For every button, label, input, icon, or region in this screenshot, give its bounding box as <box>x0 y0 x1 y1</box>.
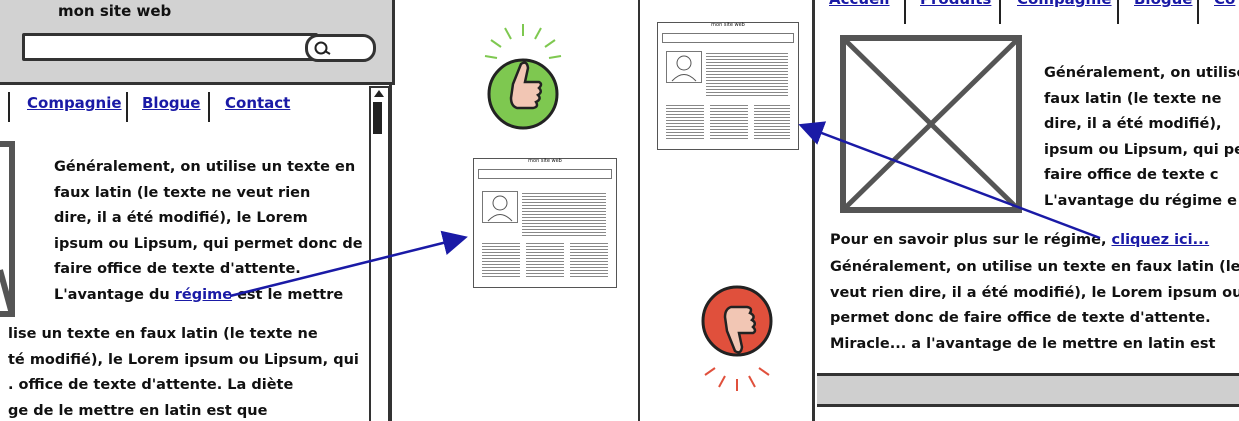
mini-sidebar-avatar <box>482 191 518 223</box>
left-para-text: est le mettre <box>232 286 344 303</box>
left-lower-line: . office de texte d'attente. La diète <box>8 377 294 393</box>
nav-compagnie[interactable]: Compagnie <box>27 94 122 112</box>
scroll-thumb[interactable] <box>373 102 382 134</box>
mini-col <box>666 103 704 141</box>
nav-contact[interactable]: Contact <box>225 94 291 112</box>
right-nav-sep <box>999 0 1001 24</box>
right-lower-line: veut rien dire, il a été modifié), le Lo… <box>830 284 1239 301</box>
search-input[interactable] <box>22 33 318 61</box>
right-lower-paragraph: Généralement, on utilise un texte en fau… <box>830 255 1239 357</box>
left-lower-line: ge de le mettre en latin est que <box>8 402 268 419</box>
mini-window-right: mon site web <box>657 22 799 150</box>
right-lower-line: permet donc de faire office de texte d'a… <box>830 310 1211 326</box>
left-lower-line: lise un texte en faux latin (le texte ne <box>8 326 318 342</box>
scroll-up-arrow[interactable] <box>374 90 384 97</box>
nav-produits[interactable]: Produits <box>920 0 991 8</box>
right-para-line: L'avantage du régime e <box>1044 192 1237 209</box>
mini-window-title: mon site web <box>528 158 562 164</box>
mini-window-title: mon site web <box>711 22 745 28</box>
site-title: mon site web <box>58 2 172 20</box>
mini-col <box>570 241 608 279</box>
right-para-line: Généralement, on utilise <box>1044 65 1239 81</box>
left-para-text: L'avantage du <box>54 286 175 303</box>
left-lower-line: té modifié), le Lorem ipsum ou Lipsum, q… <box>8 351 359 368</box>
nav-compagnie[interactable]: Compagnie <box>1017 0 1112 8</box>
right-footer-bar <box>817 373 1239 407</box>
nav-accueil[interactable]: Accueil <box>829 0 890 8</box>
right-nav-sep <box>904 0 906 24</box>
right-para-line: dire, il a été modifié), <box>1044 116 1222 132</box>
right-mockup: Accueil Produits Compagnie Blogue Co mon… <box>639 0 1239 421</box>
left-para-line: faux latin (le texte ne veut rien <box>54 184 311 201</box>
right-para-line: ipsum ou Lipsum, qui per <box>1044 141 1239 158</box>
nav-blogue[interactable]: Blogue <box>1134 0 1192 8</box>
left-para-line-last: L'avantage du régime est le mettre <box>54 283 363 309</box>
left-lower-paragraph: lise un texte en faux latin (le texte ne… <box>8 322 359 421</box>
image-placeholder-icon <box>0 141 15 317</box>
left-nav-separator-0 <box>8 92 10 122</box>
left-paragraph: Généralement, on utilise un texte en fau… <box>54 155 363 308</box>
mini-col <box>710 103 748 141</box>
mini-text-lines <box>706 51 788 97</box>
mini-text-lines <box>522 191 606 237</box>
mini-window-middle: mon site web <box>473 158 617 288</box>
mini-toolbar <box>662 33 794 43</box>
left-scrollbar[interactable] <box>369 86 390 421</box>
image-placeholder-icon <box>840 35 1022 213</box>
left-para-line: Généralement, on utilise un texte en <box>54 159 356 175</box>
right-nav-sep <box>1117 0 1119 24</box>
mini-toolbar <box>478 169 612 179</box>
left-mockup: mon site web Compagnie Blogue Contact Gé… <box>0 0 400 421</box>
cliquez-ici-link[interactable]: cliquez ici... <box>1111 232 1210 248</box>
right-paragraph: Généralement, on utilise faux latin (le … <box>1044 61 1239 214</box>
avatar-icon <box>671 55 697 82</box>
regime-link[interactable]: régime <box>174 286 233 303</box>
search-button[interactable] <box>305 34 376 62</box>
left-nav-separator-2 <box>208 92 210 122</box>
left-right-border <box>389 82 392 421</box>
thumbs-down-icon <box>701 285 773 391</box>
right-link-sentence: Pour en savoir plus sur le régime, <box>830 232 1112 248</box>
mini-col <box>482 241 520 279</box>
center-divider <box>638 0 640 421</box>
right-nav-sep <box>1197 0 1199 24</box>
thumbs-up-icon <box>484 24 562 130</box>
left-para-line: ipsum ou Lipsum, qui permet donc de <box>54 235 363 252</box>
mini-col <box>754 103 790 141</box>
nav-co[interactable]: Co <box>1214 0 1235 8</box>
search-icon <box>314 41 331 55</box>
left-para-line: faire office de texte d'attente. <box>54 261 301 277</box>
left-para-line: dire, il a été modifié), le Lorem <box>54 210 308 226</box>
right-para-line: faire office de texte c <box>1044 167 1219 183</box>
right-para-line: faux latin (le texte ne <box>1044 90 1222 107</box>
mini-col <box>526 241 564 279</box>
avatar-icon <box>487 195 513 222</box>
arrow-left-to-mini <box>229 230 468 298</box>
arrow-right-to-mini <box>798 121 1101 240</box>
right-lower-line: Miracle... a l'avantage de le mettre en … <box>830 335 1216 352</box>
right-left-border <box>812 0 815 421</box>
right-link-line: Pour en savoir plus sur le régime, cliqu… <box>830 228 1209 254</box>
right-lower-line: Généralement, on utilise un texte en fau… <box>830 259 1239 275</box>
nav-blogue[interactable]: Blogue <box>142 94 201 112</box>
left-nav-separator-1 <box>126 92 128 122</box>
mini-sidebar-avatar <box>666 51 702 83</box>
